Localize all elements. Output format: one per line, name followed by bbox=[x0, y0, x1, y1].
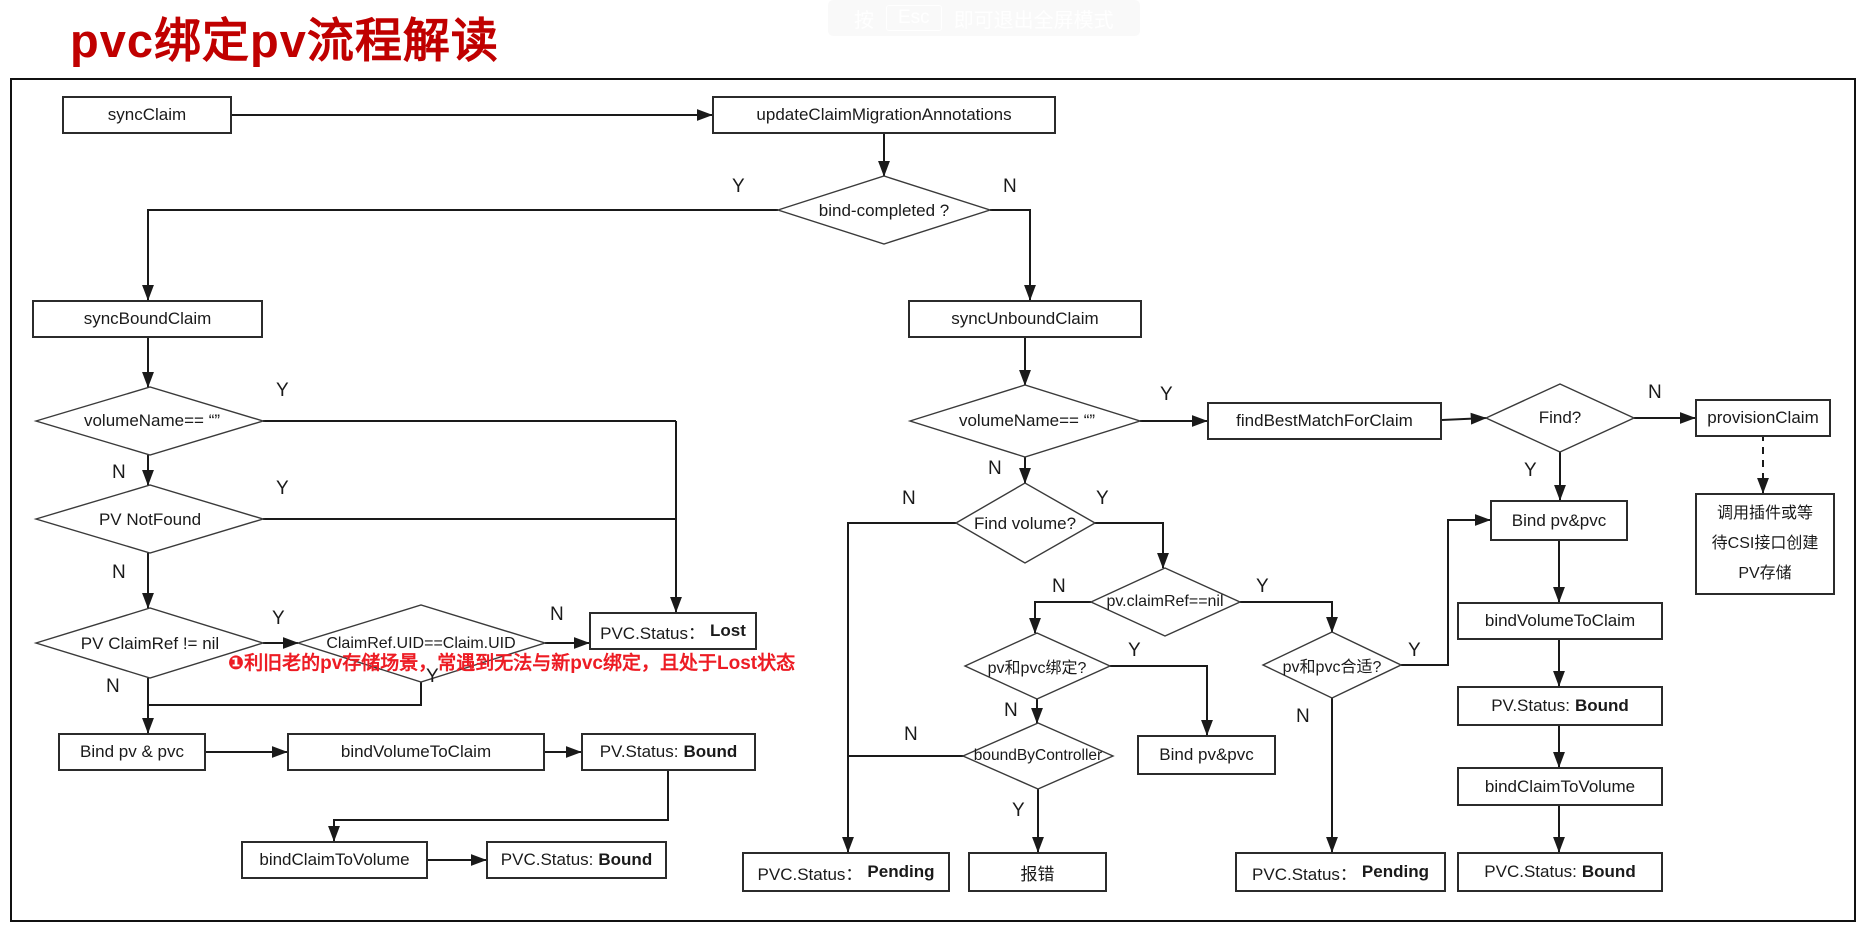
node-bind-volume-to-claim-right: bindVolumeToClaim bbox=[1457, 602, 1663, 640]
node-sync-unbound-claim: syncUnboundClaim bbox=[908, 300, 1142, 338]
esc-keycap: Esc bbox=[886, 5, 942, 31]
label-pv-claimref-nil: pv.claimRef==nil bbox=[1106, 593, 1224, 610]
branch-yes: Y bbox=[1256, 576, 1269, 597]
label-claimref-uid: ClaimRef.UID==Claim.UID bbox=[326, 635, 516, 652]
branch-yes: Y bbox=[1524, 460, 1537, 481]
diamond-pv-claimref-nil bbox=[1089, 567, 1242, 637]
node-pvc-status-pending-right: PVC.Status：Pending bbox=[1235, 852, 1446, 892]
connector bbox=[990, 209, 1036, 301]
branch-no: N bbox=[112, 462, 126, 483]
branch-no: N bbox=[112, 562, 126, 583]
diamond-pv-pvc-fit bbox=[1261, 631, 1403, 699]
connector bbox=[1401, 514, 1491, 666]
node-bind-pv-pvc-mid: Bind pv&pvc bbox=[1137, 735, 1276, 775]
diamond-pv-claimref bbox=[33, 607, 266, 679]
fullscreen-exit-toast: 按 Esc 即可退出全屏模式 bbox=[828, 0, 1140, 36]
branch-no: N bbox=[106, 676, 120, 697]
connector bbox=[328, 771, 669, 842]
diamond-bind-completed bbox=[775, 175, 993, 245]
page-title: pvc绑定pv流程解读 bbox=[70, 14, 499, 67]
diamond-volumename-right bbox=[907, 384, 1143, 458]
branch-yes: Y bbox=[1128, 640, 1141, 661]
branch-no: N bbox=[1296, 706, 1310, 727]
label-find-volume: Find volume? bbox=[973, 514, 1077, 533]
diamond-claimref-uid bbox=[295, 604, 548, 683]
connector bbox=[148, 682, 422, 706]
node-pvc-status-bound-right: PVC.Status:Bound bbox=[1457, 852, 1663, 892]
connector bbox=[142, 209, 778, 301]
node-bind-volume-to-claim-left: bindVolumeToClaim bbox=[287, 733, 545, 771]
node-provision-claim: provisionClaim bbox=[1695, 399, 1831, 437]
branch-yes: Y bbox=[1096, 488, 1109, 509]
branch-no: N bbox=[1003, 176, 1017, 197]
diamond-volumename-left bbox=[33, 386, 266, 456]
connector bbox=[1110, 665, 1213, 736]
node-pvc-status-bound-left: PVC.Status:Bound bbox=[486, 841, 667, 879]
diamond-find bbox=[1484, 383, 1636, 453]
toast-prefix: 按 bbox=[854, 9, 874, 32]
branch-yes: Y bbox=[276, 478, 289, 499]
toast-suffix: 即可退出全屏模式 bbox=[953, 9, 1114, 32]
branch-yes: Y bbox=[1160, 384, 1173, 405]
diamond-pv-notfound bbox=[33, 484, 266, 554]
diamond-bound-by-controller bbox=[961, 722, 1115, 790]
node-pvc-status-pending-left: PVC.Status：Pending bbox=[742, 852, 950, 892]
node-csi-create-pv: 调用插件或等 待CSI接口创建 PV存储 bbox=[1695, 493, 1835, 595]
branch-yes: Y bbox=[272, 608, 285, 629]
diamond-pv-pvc-bound bbox=[963, 632, 1112, 700]
branch-yes: Y bbox=[1408, 640, 1421, 661]
node-sync-bound-claim: syncBoundClaim bbox=[32, 300, 263, 338]
node-bind-pv-pvc-left: Bind pv & pvc bbox=[58, 733, 206, 771]
diamond-find-volume bbox=[954, 482, 1097, 564]
connector bbox=[842, 522, 956, 853]
connector bbox=[1240, 601, 1338, 633]
lost-status-annotation: ❶利旧老的pv存储场景，常遇到无法与新pvc绑定，且处于Lost状态 bbox=[228, 653, 796, 674]
label-volumename-right: volumeName== “” bbox=[958, 411, 1096, 430]
label-pv-claimref: PV ClaimRef != nil bbox=[80, 634, 220, 653]
branch-no: N bbox=[1004, 700, 1018, 721]
label-volumename-left: volumeName== “” bbox=[83, 411, 221, 430]
node-pvc-status-lost: PVC.Status：Lost bbox=[589, 612, 757, 650]
connector bbox=[1029, 601, 1091, 634]
label-find: Find? bbox=[1538, 408, 1582, 427]
label-bound-by-controller: boundByController bbox=[973, 747, 1103, 764]
branch-yes: Y bbox=[426, 666, 439, 687]
connector bbox=[1095, 522, 1169, 569]
branch-no: N bbox=[988, 458, 1002, 479]
node-update-claim-migration-annotations: updateClaimMigrationAnnotations bbox=[712, 96, 1056, 134]
connector bbox=[1441, 412, 1487, 425]
branch-yes: Y bbox=[276, 380, 289, 401]
branch-no: N bbox=[550, 604, 564, 625]
label-pv-pvc-bound: pv和pvc绑定? bbox=[987, 660, 1087, 677]
node-pv-status-bound-right: PV.Status:Bound bbox=[1457, 686, 1663, 726]
node-bind-claim-to-volume-right: bindClaimToVolume bbox=[1457, 767, 1663, 806]
node-bind-claim-to-volume-left: bindClaimToVolume bbox=[241, 841, 428, 879]
node-sync-claim: syncClaim bbox=[62, 96, 232, 134]
branch-no: N bbox=[902, 488, 916, 509]
node-pv-status-bound-left: PV.Status:Bound bbox=[581, 733, 756, 771]
node-find-best-match-for-claim: findBestMatchForClaim bbox=[1207, 402, 1442, 440]
node-bind-pv-pvc-right: Bind pv&pvc bbox=[1490, 500, 1628, 541]
label-pv-notfound: PV NotFound bbox=[98, 510, 202, 529]
branch-no: N bbox=[1648, 382, 1662, 403]
label-bind-completed: bind-completed ? bbox=[818, 201, 950, 220]
branch-no: N bbox=[1052, 576, 1066, 597]
node-error: 报错 bbox=[968, 852, 1107, 892]
flowchart-border bbox=[10, 78, 1856, 922]
branch-yes: Y bbox=[1012, 800, 1025, 821]
label-pv-pvc-fit: pv和pvc合适? bbox=[1282, 659, 1382, 676]
branch-no: N bbox=[904, 724, 918, 745]
branch-yes: Y bbox=[732, 176, 745, 197]
